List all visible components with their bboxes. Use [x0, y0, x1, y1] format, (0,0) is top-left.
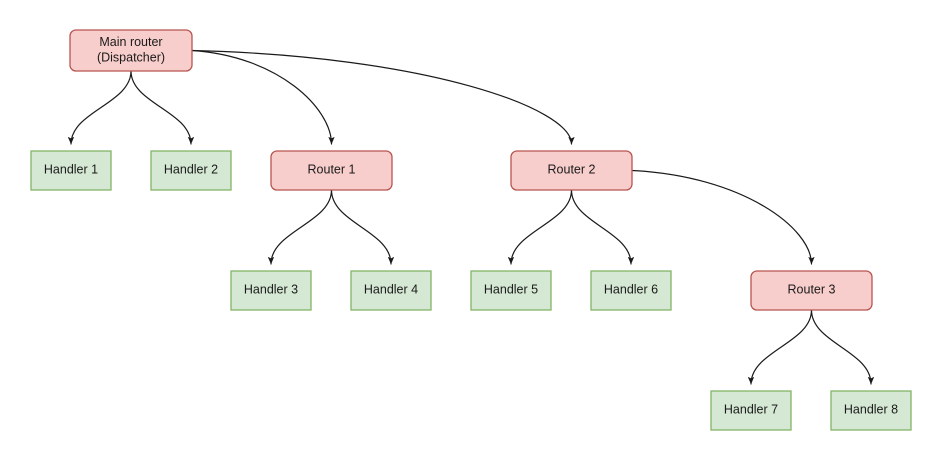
node-label-handler-5: Handler 5	[484, 283, 538, 297]
node-label-main-router: Main router(Dispatcher)	[97, 35, 165, 65]
node-label-handler-7: Handler 7	[724, 403, 778, 417]
node-label-handler-8: Handler 8	[844, 403, 898, 417]
node-label-router-1: Router 1	[308, 163, 356, 177]
node-shape-handler-1	[30, 150, 112, 191]
node-handler-2[interactable]: Handler 2	[150, 150, 232, 191]
node-label-handler-3: Handler 3	[244, 283, 298, 297]
node-router-1[interactable]: Router 1	[270, 150, 393, 191]
edge-main-router-to-router-1[interactable]	[191, 49, 335, 145]
node-label-router-2: Router 2	[548, 163, 596, 177]
edge-router-1-to-handler-3[interactable]	[267, 189, 333, 265]
node-shape-router-2	[510, 150, 633, 191]
node-handler-4[interactable]: Handler 4	[350, 270, 432, 311]
node-shape-router-3	[750, 270, 873, 311]
node-shape-handler-4	[350, 270, 432, 311]
node-shape-router-1	[270, 150, 393, 191]
node-shape-main-router	[69, 29, 193, 72]
node-main-router[interactable]: Main router(Dispatcher)	[69, 29, 193, 72]
edge-layer	[67, 49, 875, 385]
node-handler-1[interactable]: Handler 1	[30, 150, 112, 191]
edge-main-router-to-router-2[interactable]	[191, 49, 575, 145]
node-router-2[interactable]: Router 2	[510, 150, 633, 191]
edge-router-2-to-handler-6[interactable]	[570, 189, 635, 265]
node-shape-handler-2	[150, 150, 232, 191]
edge-router-1-to-handler-4[interactable]	[330, 189, 395, 265]
edge-router-3-to-handler-7[interactable]	[747, 309, 813, 385]
edge-router-2-to-router-3[interactable]	[631, 169, 815, 265]
edge-main-router-to-handler-2[interactable]	[130, 70, 195, 145]
node-handler-6[interactable]: Handler 6	[590, 270, 672, 311]
node-label-router-3: Router 3	[788, 283, 836, 297]
node-handler-8[interactable]: Handler 8	[830, 390, 912, 431]
edge-router-2-to-handler-5[interactable]	[507, 189, 573, 265]
node-label-handler-2: Handler 2	[164, 163, 218, 177]
node-shape-handler-3	[230, 270, 312, 311]
edge-main-router-to-handler-1[interactable]	[67, 70, 132, 145]
node-handler-5[interactable]: Handler 5	[470, 270, 552, 311]
node-label-handler-1: Handler 1	[44, 163, 98, 177]
node-shape-handler-7	[710, 390, 792, 431]
node-shape-handler-6	[590, 270, 672, 311]
node-router-3[interactable]: Router 3	[750, 270, 873, 311]
node-shape-handler-8	[830, 390, 912, 431]
node-label-handler-4: Handler 4	[364, 283, 418, 297]
node-handler-3[interactable]: Handler 3	[230, 270, 312, 311]
node-handler-7[interactable]: Handler 7	[710, 390, 792, 431]
edge-router-3-to-handler-8[interactable]	[810, 309, 875, 385]
node-shape-handler-5	[470, 270, 552, 311]
node-label-handler-6: Handler 6	[604, 283, 658, 297]
node-layer: Main router(Dispatcher) Handler 1 Handler …	[30, 29, 912, 431]
